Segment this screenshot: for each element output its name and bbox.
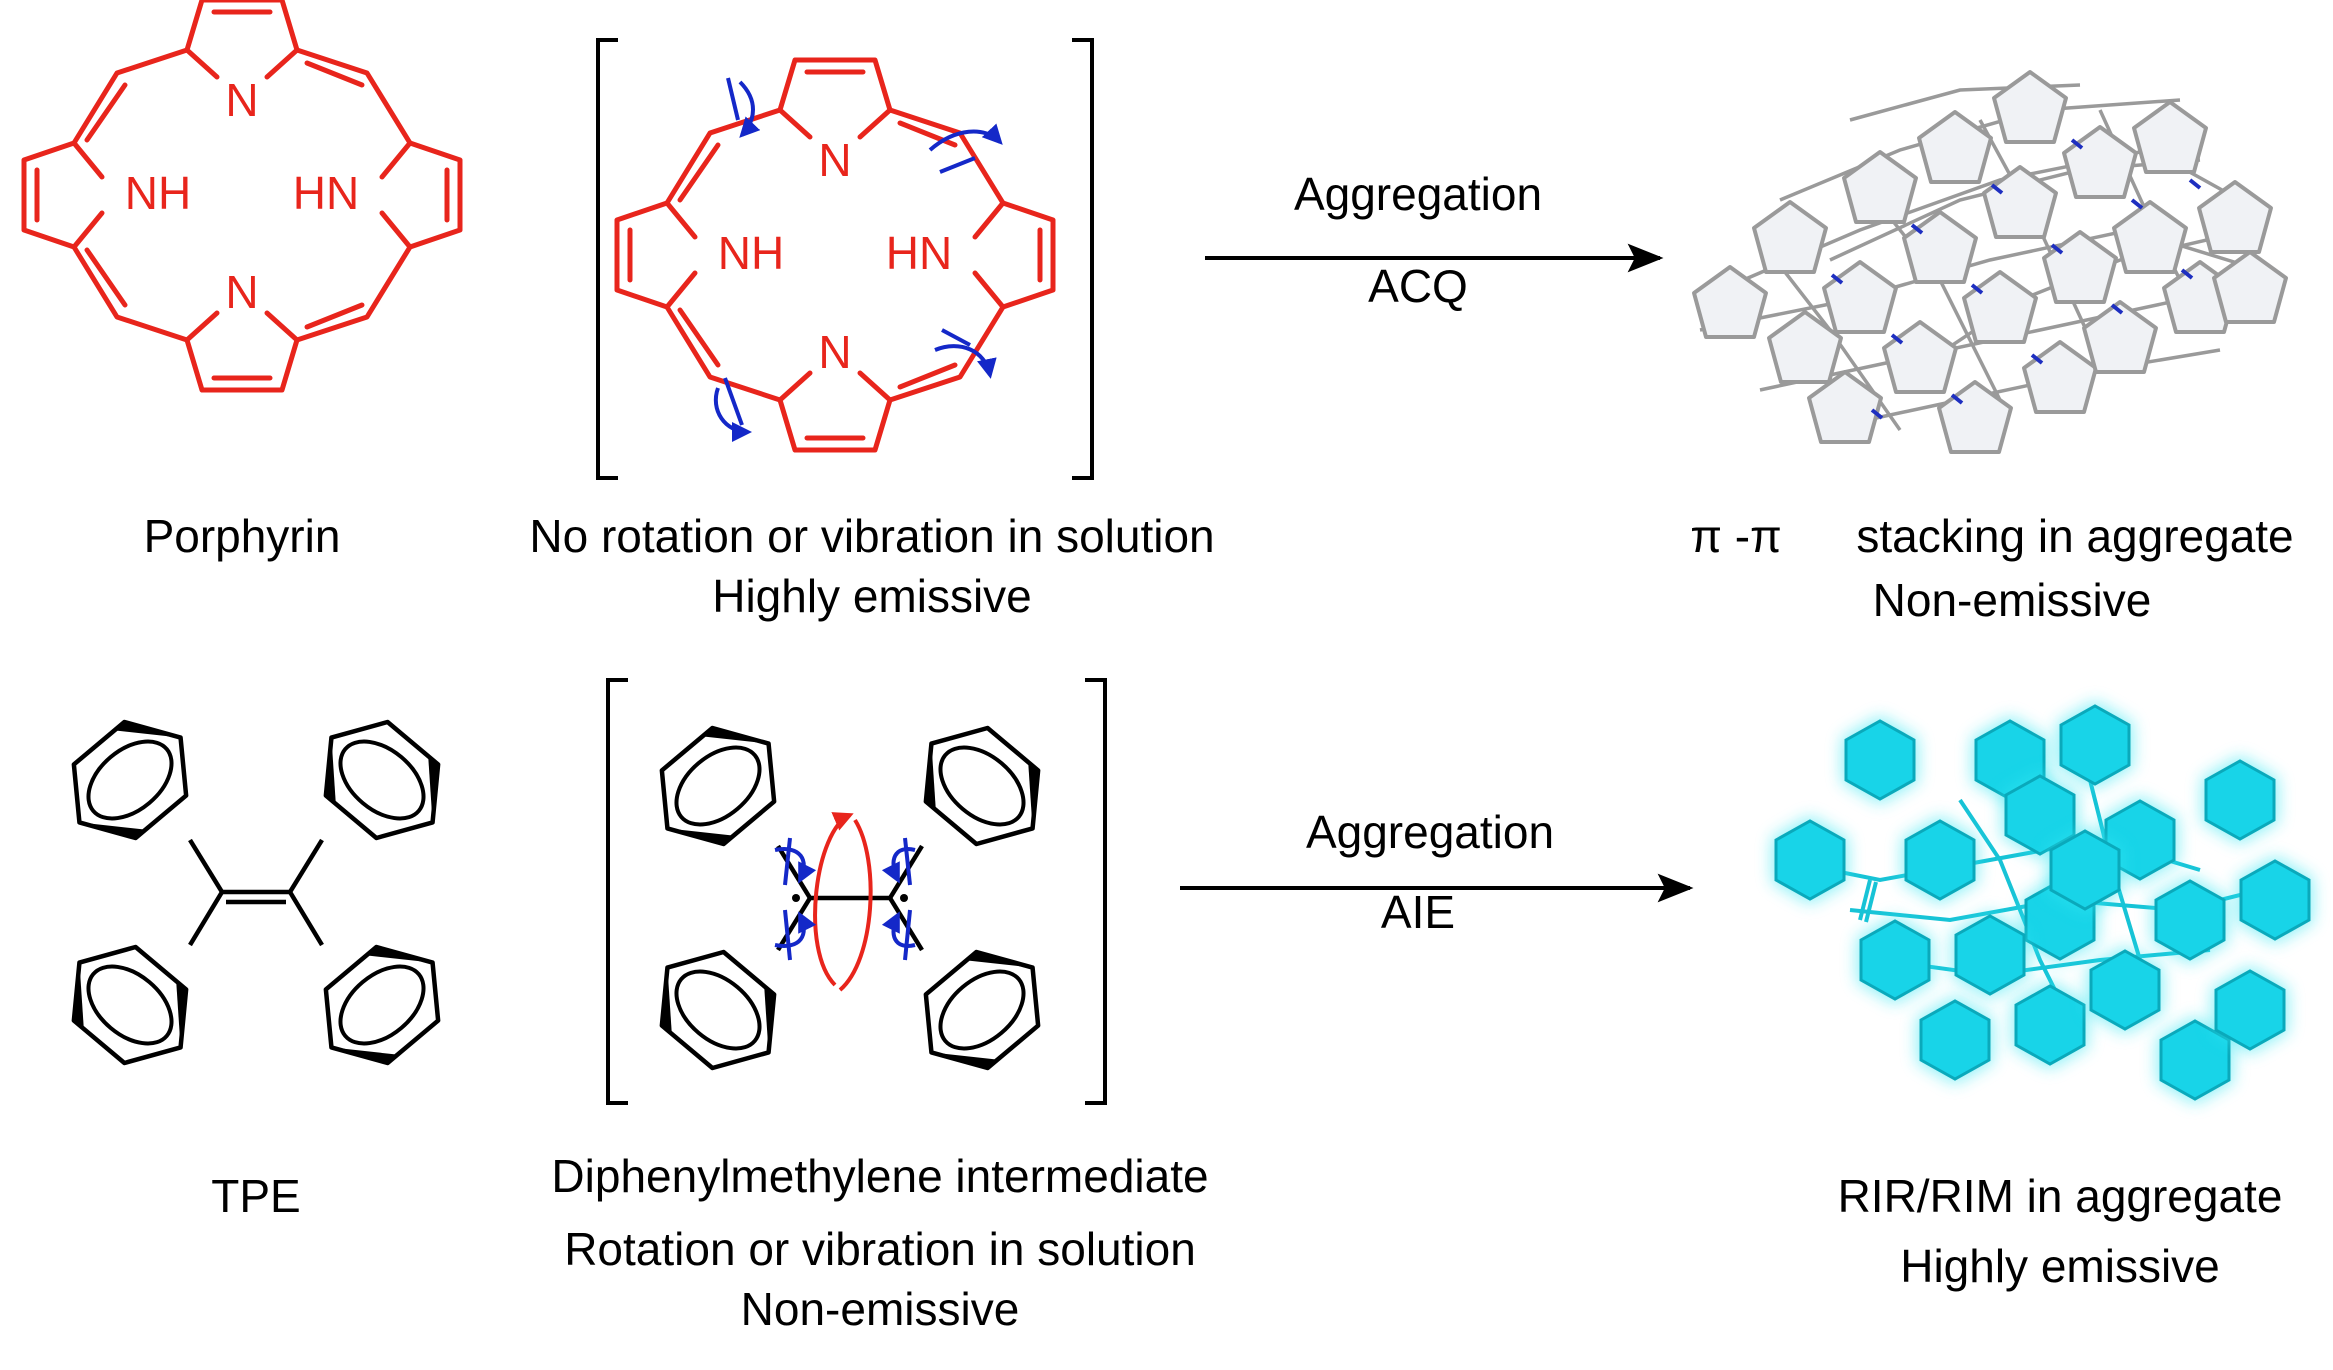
aie-label: AIE	[1381, 886, 1455, 938]
radical-dot-left	[792, 894, 800, 902]
aggregation-label-aie: Aggregation	[1306, 806, 1554, 858]
acq-label: ACQ	[1368, 260, 1468, 312]
aie-aggregate-image	[1772, 701, 2313, 1104]
atom-n-top: N	[225, 74, 258, 126]
tpe-structure	[49, 701, 464, 1084]
porphyrin-solution-bracket-group: N N NH HN	[596, 38, 1094, 480]
nitrogen-marks	[1830, 138, 2202, 420]
cyan-hexagon-units	[1772, 701, 2313, 1104]
highly-emissive-caption: Highly emissive	[712, 570, 1032, 622]
diphenylmethylene-caption: Diphenylmethylene intermediate	[551, 1150, 1208, 1202]
non-emissive-caption-aie: Non-emissive	[741, 1283, 1020, 1335]
central-rotation-arrow	[813, 812, 873, 992]
stacking-caption: stacking in aggregate	[1856, 510, 2293, 562]
right-bracket	[1085, 678, 1107, 1105]
phenyl-motion-arrows	[774, 837, 916, 961]
porphyrin-solution-structure: N N NH HN	[617, 60, 1053, 450]
highly-emissive-caption-aie: Highly emissive	[1900, 1240, 2220, 1292]
atom-n-bottom: N	[225, 266, 258, 318]
pentagon-units	[1692, 70, 2288, 454]
diphenylmethylene-bracket-group	[606, 678, 1107, 1105]
acq-aggregate-image	[1692, 70, 2288, 454]
aggregation-label-acq: Aggregation	[1294, 168, 1542, 220]
tpe-label: TPE	[211, 1170, 300, 1222]
atom-nh-left: NH	[718, 227, 784, 279]
left-bracket	[606, 678, 628, 1105]
radical-dot-right	[900, 894, 908, 902]
atom-nh-left: NH	[125, 167, 191, 219]
right-bracket	[1072, 38, 1094, 480]
non-emissive-caption-acq: Non-emissive	[1873, 574, 2152, 626]
pi-pi-label: π -π	[1690, 510, 1782, 562]
no-rotation-caption: No rotation or vibration in solution	[529, 510, 1214, 562]
porphyrin-structure: N N NH HN	[24, 0, 460, 390]
rir-rim-caption: RIR/RIM in aggregate	[1838, 1170, 2283, 1222]
rotation-caption: Rotation or vibration in solution	[564, 1223, 1196, 1275]
motion-arrows	[713, 77, 1003, 442]
atom-nh-right: HN	[293, 167, 359, 219]
atom-n-top: N	[818, 134, 851, 186]
atom-n-bottom: N	[818, 326, 851, 378]
atom-nh-right: HN	[886, 227, 952, 279]
left-bracket	[596, 38, 618, 480]
porphyrin-label: Porphyrin	[144, 510, 341, 562]
